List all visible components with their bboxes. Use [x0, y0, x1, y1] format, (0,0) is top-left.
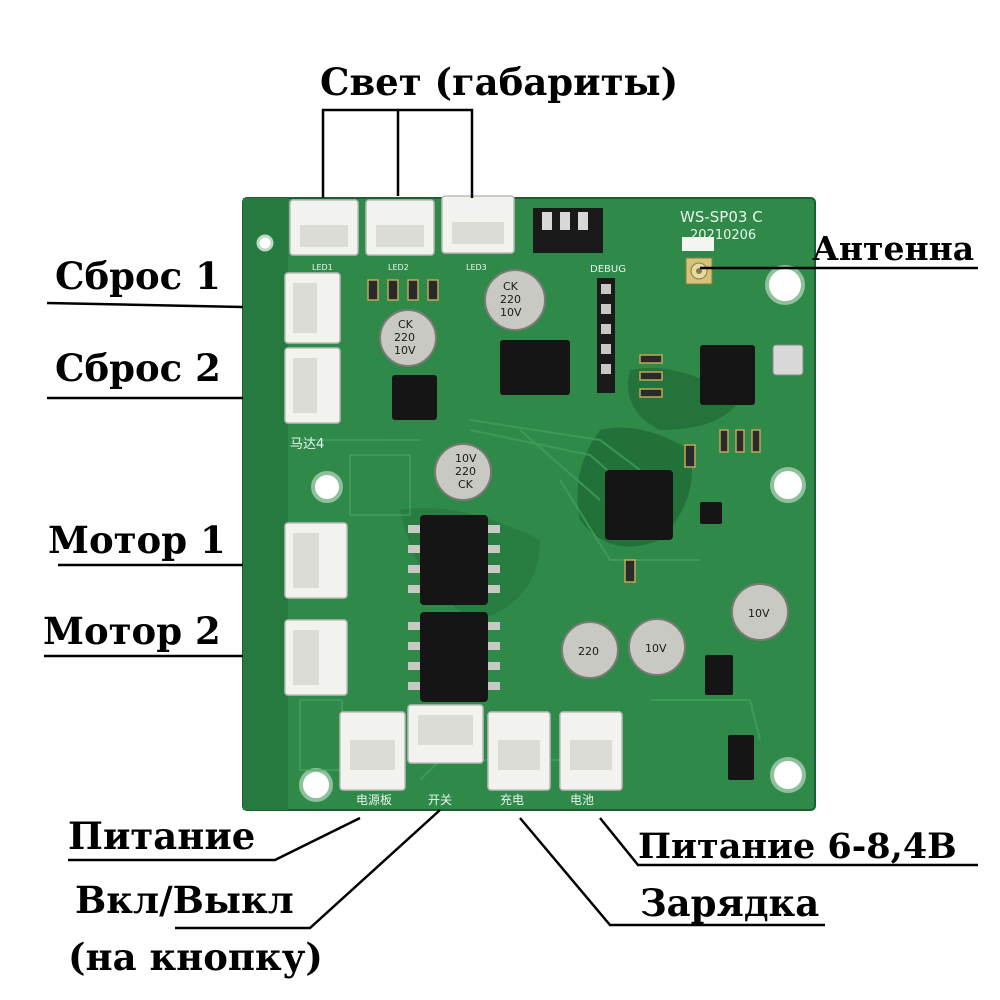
annotation-lines: [44, 108, 978, 930]
transistor: [705, 655, 733, 695]
battery-connector: 电池: [559, 711, 623, 807]
power-silk: 电源板: [356, 793, 392, 807]
led1-silk: LED1: [312, 263, 333, 272]
power-connector: 电源板: [339, 711, 406, 807]
reset1-connector: [284, 272, 341, 344]
diode: [728, 735, 754, 780]
reset2-connector: [284, 347, 341, 424]
led3-silk: LED3: [466, 263, 487, 272]
capacitor-2: CK 220 10V: [379, 309, 437, 367]
small-ic: [700, 502, 722, 524]
debug-silk: DEBUG: [590, 264, 626, 275]
svg-text:10V: 10V: [500, 306, 522, 319]
crystal: [772, 344, 804, 376]
capacitors: CK 220 10V CK 220 10V 10V 220 CK 220 10V…: [379, 269, 789, 679]
svg-text:10V: 10V: [394, 344, 416, 357]
capacitor-3: 10V 220 CK: [434, 443, 492, 501]
svg-text:10V: 10V: [455, 452, 477, 465]
charge-connector: 充电: [487, 711, 551, 807]
capacitor-6: 10V: [731, 583, 789, 641]
label-charging: Зарядка: [640, 881, 819, 925]
rf-chip: [700, 345, 755, 405]
svg-text:220: 220: [455, 465, 476, 478]
label-antenna: Антенна: [812, 229, 974, 268]
switch-silk: 开关: [428, 793, 452, 807]
switch-connector: 开关: [407, 704, 484, 807]
svg-text:220: 220: [500, 293, 521, 306]
label-power-voltage: Питание 6-8,4В: [638, 826, 957, 867]
motor1-connector: [284, 522, 348, 599]
label-lights: Свет (габариты): [320, 60, 678, 104]
mcu-chip: [605, 470, 673, 540]
ic-chips: [392, 340, 755, 780]
led-connectors: LED1 LED2 LED3: [289, 195, 515, 272]
smd-components: [367, 279, 761, 583]
charge-silk: 充电: [500, 792, 524, 807]
debug-header: DEBUG: [533, 208, 626, 393]
svg-text:220: 220: [394, 331, 415, 344]
motor-driver-ic-1: [408, 515, 500, 605]
label-onoff: Вкл/Выкл: [75, 878, 294, 922]
led2-silk: LED2: [388, 263, 409, 272]
motor4-silk: 马达4: [290, 437, 324, 452]
bottom-connectors: 电源板 开关 充电 电池: [339, 704, 623, 807]
motor-driver-ic-2: [408, 612, 500, 702]
capacitor-5: 10V: [628, 618, 686, 676]
label-reset2: Сброс 2: [55, 346, 221, 390]
antenna-label-pad: [682, 237, 714, 251]
board-model-silk: WS-SP03 C: [680, 208, 763, 226]
svg-text:CK: CK: [503, 280, 519, 293]
label-reset1: Сброс 1: [55, 254, 221, 298]
regulator-chip-2: [500, 340, 570, 395]
annotation-labels: Свет (габариты) Антенна Сброс 1 Сброс 2 …: [43, 60, 974, 979]
svg-text:10V: 10V: [645, 642, 667, 655]
motor2-connector: [284, 619, 348, 696]
antenna-connector: [685, 257, 713, 285]
regulator-chip-1: [392, 375, 437, 420]
label-motor2: Мотор 2: [43, 609, 221, 653]
label-motor1: Мотор 1: [48, 518, 226, 562]
svg-text:220: 220: [578, 645, 599, 658]
led1-connector: LED1: [289, 199, 359, 272]
label-onoff-note: (на кнопку): [68, 935, 323, 979]
battery-silk: 电池: [570, 793, 594, 807]
capacitor-4: 220: [561, 621, 619, 679]
capacitor-1: CK 220 10V: [484, 269, 546, 331]
led3-connector: LED3: [441, 195, 515, 272]
svg-text:CK: CK: [458, 478, 474, 491]
label-power: Питание: [68, 814, 255, 858]
svg-text:CK: CK: [398, 318, 414, 331]
led2-connector: LED2: [365, 199, 435, 272]
svg-text:10V: 10V: [748, 607, 770, 620]
